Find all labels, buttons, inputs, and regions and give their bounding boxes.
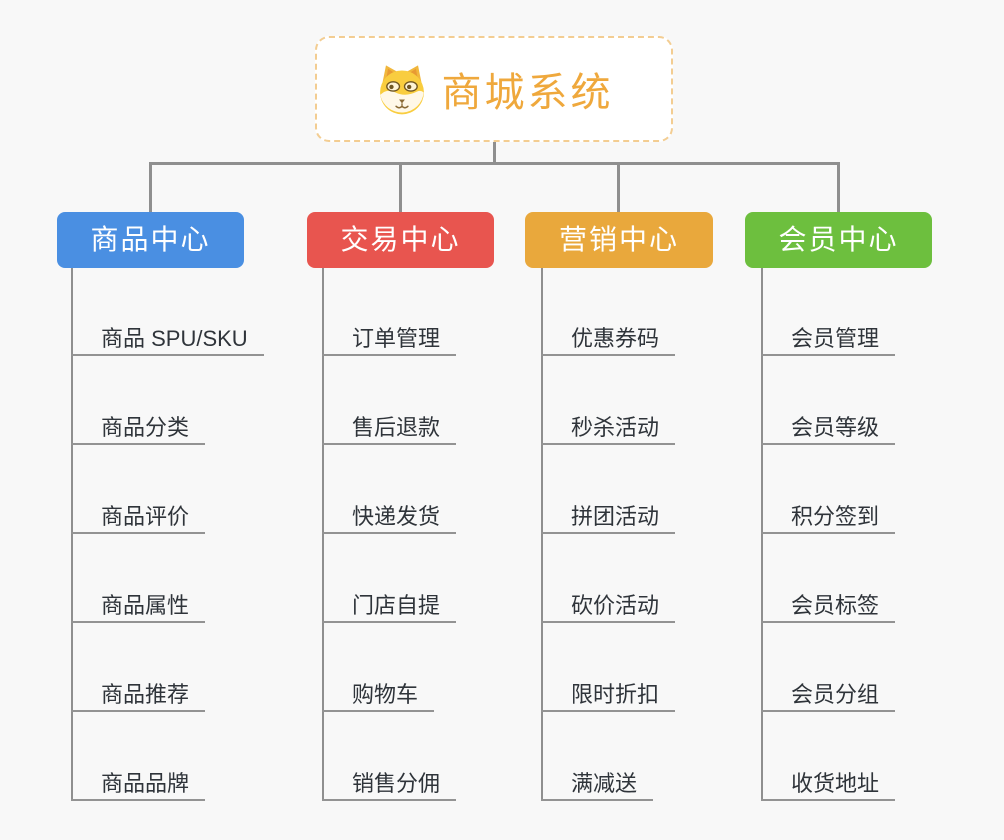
branch-node-member-center[interactable]: 会员中心 xyxy=(745,212,932,268)
leaf-node[interactable]: 商品分类 xyxy=(71,407,206,445)
leaf-node[interactable]: 收货地址 xyxy=(761,763,896,801)
connector-drop-product xyxy=(149,162,152,212)
connector-spine-product xyxy=(71,268,73,801)
leaf-node[interactable]: 商品 SPU/SKU xyxy=(71,318,264,356)
leaf-node[interactable]: 订单管理 xyxy=(322,318,457,356)
connector-spine-trade xyxy=(322,268,324,801)
leaf-node[interactable]: 购物车 xyxy=(322,674,435,712)
leaf-node[interactable]: 积分签到 xyxy=(761,496,896,534)
leaf-node[interactable]: 商品推荐 xyxy=(71,674,206,712)
leaf-node[interactable]: 拼团活动 xyxy=(541,496,676,534)
root-node[interactable]: 商城系统 xyxy=(315,36,673,142)
connector-spine-marketing xyxy=(541,268,543,801)
branch-node-marketing-center[interactable]: 营销中心 xyxy=(525,212,713,268)
leaf-node[interactable]: 砍价活动 xyxy=(541,585,676,623)
connector-drop-trade xyxy=(399,162,402,212)
leaf-node[interactable]: 限时折扣 xyxy=(541,674,676,712)
leaf-node[interactable]: 秒杀活动 xyxy=(541,407,676,445)
leaf-node[interactable]: 优惠券码 xyxy=(541,318,676,356)
connector-root-stem xyxy=(493,142,496,163)
connector-spine-member xyxy=(761,268,763,801)
leaf-node[interactable]: 商品评价 xyxy=(71,496,206,534)
leaf-node[interactable]: 门店自提 xyxy=(322,585,457,623)
leaf-node[interactable]: 商品品牌 xyxy=(71,763,206,801)
leaf-node[interactable]: 会员管理 xyxy=(761,318,896,356)
leaf-node[interactable]: 售后退款 xyxy=(322,407,457,445)
connector-drop-member xyxy=(837,162,840,212)
leaf-node[interactable]: 销售分佣 xyxy=(322,763,457,801)
root-title: 商城系统 xyxy=(441,71,614,115)
leaf-node[interactable]: 满减送 xyxy=(541,763,654,801)
leaf-node[interactable]: 会员标签 xyxy=(761,585,896,623)
leaf-node[interactable]: 商品属性 xyxy=(71,585,206,623)
branch-node-trade-center[interactable]: 交易中心 xyxy=(307,212,494,268)
dog-face-icon xyxy=(379,65,424,115)
connector-trunk xyxy=(149,162,840,165)
leaf-node[interactable]: 快递发货 xyxy=(322,496,457,534)
leaf-node[interactable]: 会员分组 xyxy=(761,674,896,712)
connector-drop-marketing xyxy=(617,162,620,212)
leaf-node[interactable]: 会员等级 xyxy=(761,407,896,445)
branch-node-product-center[interactable]: 商品中心 xyxy=(57,212,244,268)
